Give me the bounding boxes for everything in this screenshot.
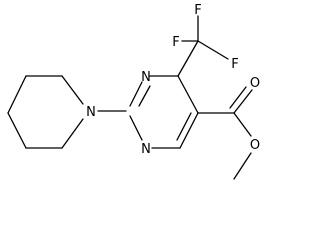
bond-c-o-single	[233, 112, 252, 137]
ester-oxygen-label: O	[250, 138, 260, 153]
molecule-canvas: F F F N N N O O	[7, 3, 260, 180]
fluorine-right-label: F	[231, 57, 238, 72]
carbonyl-oxygen-label: O	[250, 76, 260, 91]
bond-c6p-npip	[61, 118, 84, 149]
bond-c-o-double-inner	[229, 86, 247, 109]
bond-c3p-c4p	[7, 75, 27, 114]
bond-npip-c2p	[61, 75, 84, 105]
piperidine-nitrogen-label: N	[86, 105, 96, 120]
atom-labels: F F F N N N O O	[86, 3, 260, 157]
bond-c-f-right	[197, 40, 229, 60]
fluorine-top-label: F	[194, 3, 201, 18]
bond-n3-c2-inner	[138, 85, 151, 107]
bond-c2-n1	[129, 115, 143, 141]
bond-n3-c2	[129, 81, 143, 107]
pyrimidine-ring	[129, 75, 199, 149]
trifluoromethyl-group	[177, 15, 229, 77]
bond-o-methyl	[233, 152, 252, 180]
bond-c5-c4	[177, 75, 199, 114]
methyl-ester-group	[197, 86, 253, 180]
bond-c6-c5	[179, 112, 199, 149]
fluorine-left-label: F	[172, 35, 179, 50]
bond-c4-cf3	[177, 40, 199, 77]
ring-nitrogen-bottom-label: N	[141, 142, 151, 157]
bond-c-o-double	[233, 89, 253, 114]
bond-c4p-c5p	[7, 112, 27, 149]
ring-nitrogen-top-label: N	[141, 70, 151, 85]
piperidine-ring	[7, 75, 127, 149]
structure-diagram: F F F N N N O O	[7, 3, 260, 180]
bond-c6-c5-inner	[176, 112, 192, 141]
